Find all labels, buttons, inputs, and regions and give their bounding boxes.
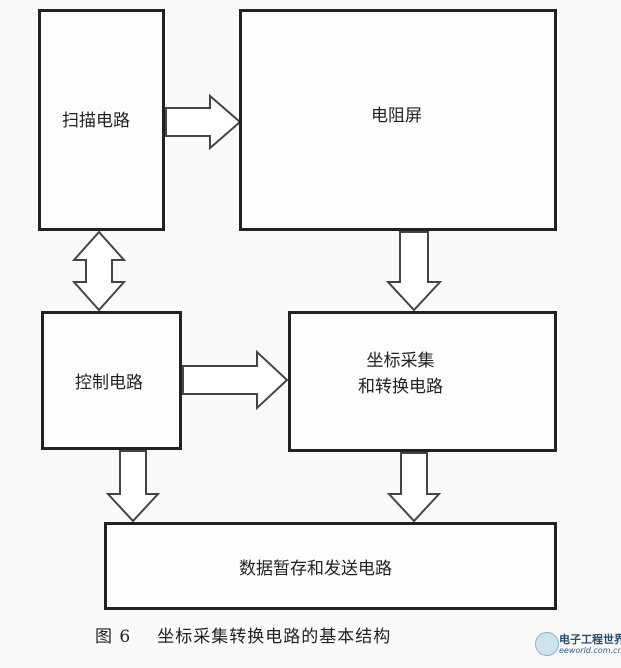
scan-circuit-block [38, 9, 165, 231]
arrow-screen-to-coord [385, 231, 443, 312]
coordinate-conversion-block [288, 311, 557, 452]
coordinate-conversion-label: 坐标采集 和转换电路 [358, 348, 443, 401]
site-watermark: 电子工程世界 eeworld.com.cn [535, 630, 621, 664]
arrow-control-scan-bidirectional [71, 230, 127, 312]
watermark-site: eeworld.com.cn [559, 646, 621, 655]
coordinate-conversion-label-line2: 和转换电路 [358, 377, 443, 398]
control-circuit-block [41, 311, 182, 450]
data-send-block [104, 522, 557, 610]
eeworld-logo-icon [535, 632, 559, 656]
scan-circuit-label: 扫描电路 [62, 111, 130, 131]
watermark-name: 电子工程世界 [559, 633, 621, 646]
coordinate-conversion-label-line1: 坐标采集 [366, 351, 435, 371]
arrow-coord-to-send [386, 452, 442, 523]
figure-number: 图 6 [95, 627, 132, 647]
resistive-screen-block [239, 9, 557, 231]
arrow-scan-to-screen [165, 93, 242, 151]
arrow-control-to-coord [182, 349, 289, 411]
figure-caption: 图 6 坐标采集转换电路的基本结构 [95, 622, 391, 647]
figure-title: 坐标采集转换电路的基本结构 [157, 627, 392, 647]
arrow-control-to-send [105, 450, 161, 523]
control-circuit-label: 控制电路 [75, 373, 143, 393]
resistive-screen-label: 电阻屏 [371, 106, 422, 126]
data-send-label: 数据暂存和发送电路 [239, 559, 392, 579]
